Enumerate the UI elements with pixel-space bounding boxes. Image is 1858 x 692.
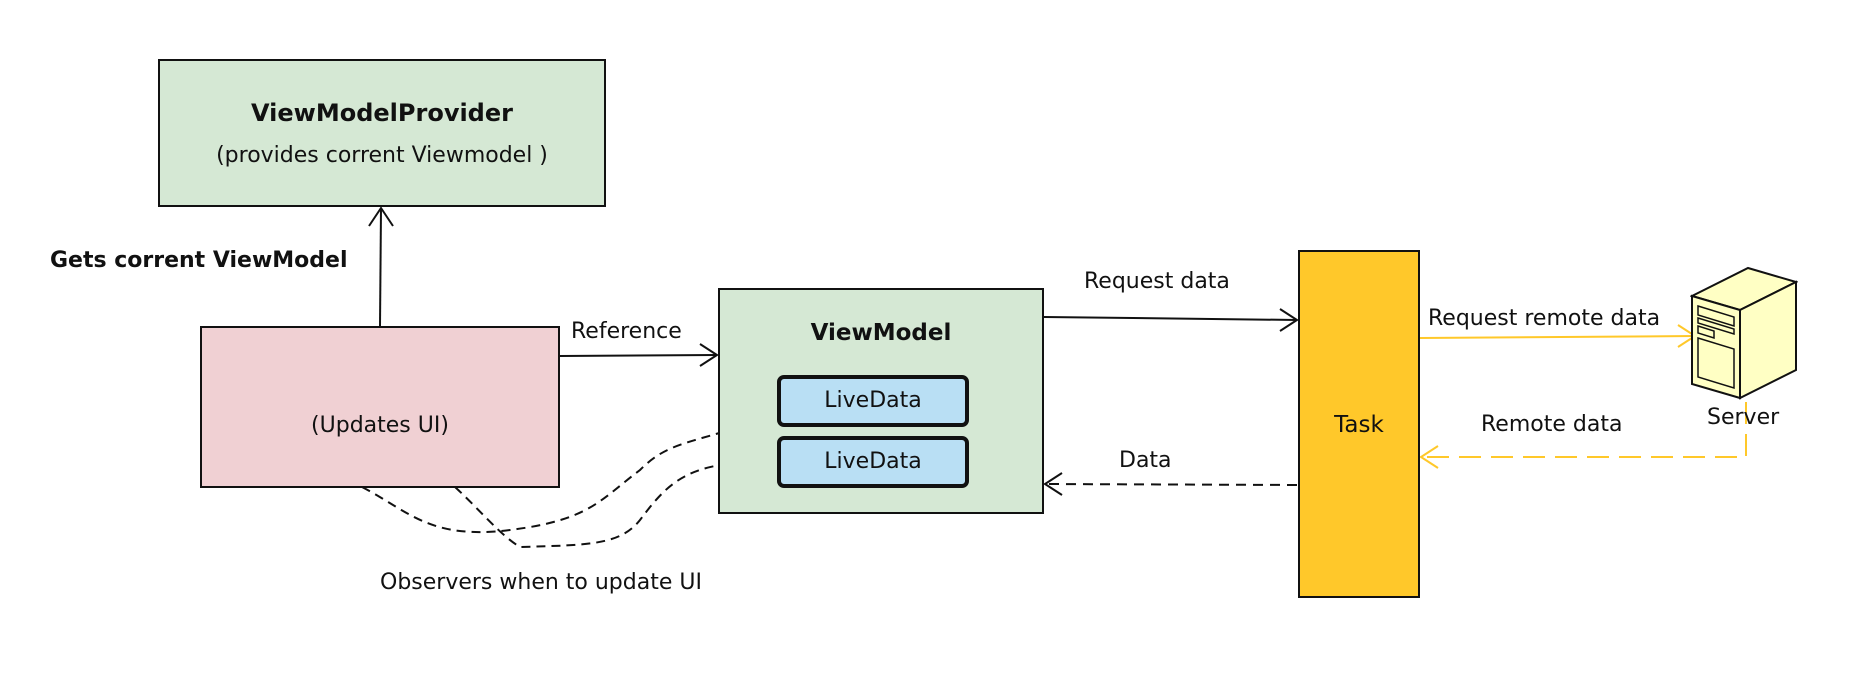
viewmodel-provider-box: ViewModelProvider (provides corrent View… bbox=[158, 59, 606, 207]
request-data-label: Request data bbox=[1084, 269, 1230, 294]
ui-box: (Updates UI) bbox=[200, 326, 560, 488]
server-tower-icon bbox=[1690, 266, 1798, 400]
gets-viewmodel-label: Gets corrent ViewModel bbox=[50, 248, 348, 273]
task-title: Task bbox=[1334, 412, 1384, 438]
viewmodel-provider-title: ViewModelProvider bbox=[251, 99, 513, 127]
livedata-box-1: LiveData bbox=[777, 375, 969, 427]
viewmodel-title: ViewModel bbox=[810, 320, 952, 346]
request-data-connector bbox=[1043, 308, 1299, 332]
livedata-box-2: LiveData bbox=[777, 436, 969, 488]
remote-data-connector bbox=[1419, 402, 1747, 469]
task-box: Task bbox=[1298, 250, 1420, 598]
observers-label: Observers when to update UI bbox=[380, 570, 702, 595]
remote-data-label: Remote data bbox=[1481, 412, 1623, 437]
reference-label: Reference bbox=[571, 319, 682, 344]
data-label: Data bbox=[1119, 448, 1172, 473]
ui-box-subtitle: (Updates UI) bbox=[311, 413, 449, 438]
gets-viewmodel-connector bbox=[368, 206, 394, 327]
viewmodel-provider-subtitle: (provides corrent Viewmodel ) bbox=[216, 143, 548, 168]
data-connector bbox=[1043, 472, 1298, 496]
request-remote-data-label: Request remote data bbox=[1428, 306, 1661, 331]
server-label: Server bbox=[1707, 405, 1780, 430]
reference-connector bbox=[559, 343, 719, 367]
